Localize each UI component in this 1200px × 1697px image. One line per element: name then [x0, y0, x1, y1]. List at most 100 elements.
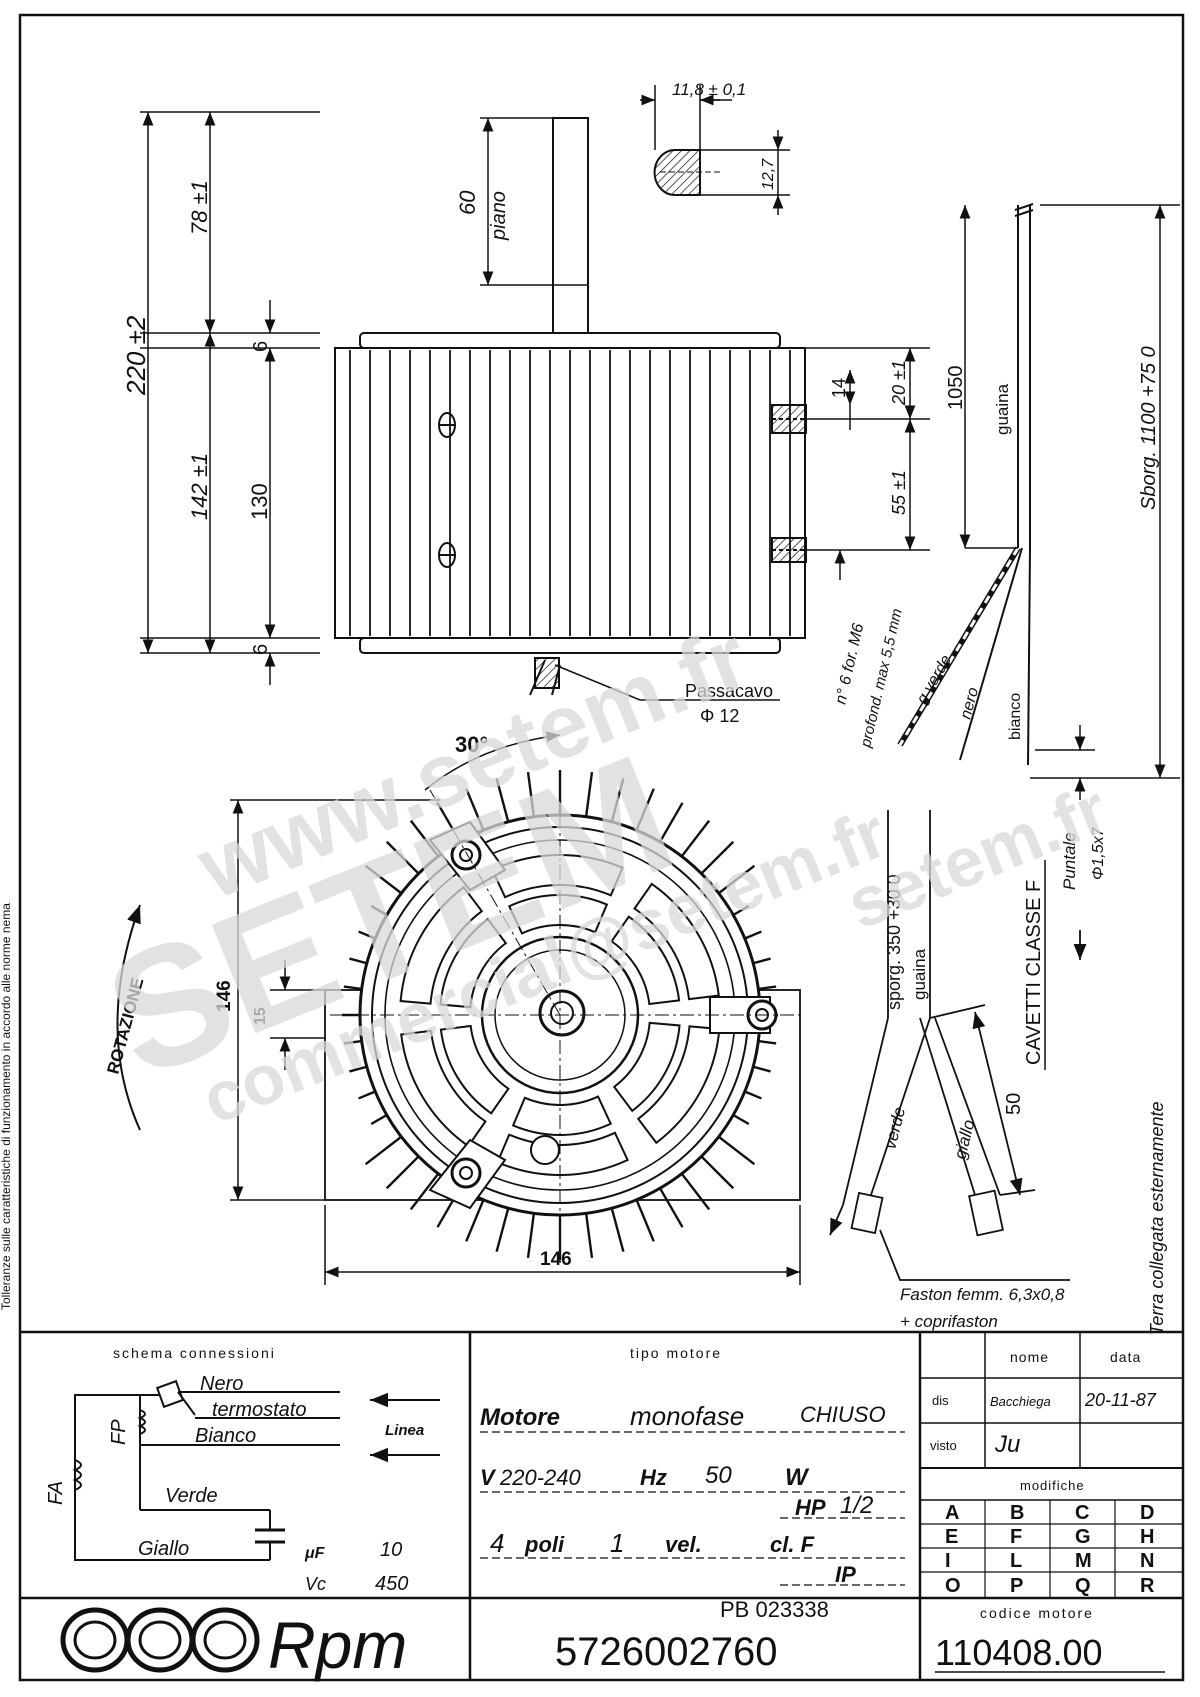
- mod-letter: L: [1010, 1550, 1022, 1572]
- dim-hole-spacing: 55 ±1: [889, 470, 909, 515]
- bottom-strip: Rpm PB 023338 5726002760 codice motore 1…: [60, 1597, 1165, 1682]
- sporg-label: sporg. 350 +30 0: [884, 874, 904, 1010]
- cable-sheath-label: guaina: [993, 383, 1012, 435]
- voltage-value: 220-240: [499, 1465, 582, 1490]
- wiring-schematic: [72, 1379, 440, 1561]
- front-grille-slots: [399, 854, 721, 1176]
- dim-bottom-ring: 6: [250, 644, 272, 655]
- mod-letter: N: [1140, 1550, 1154, 1572]
- side-view: [334, 117, 1034, 766]
- drawing-frame: [18, 13, 1185, 1682]
- approver-signature: Ju: [994, 1431, 1020, 1458]
- visto-label: visto: [930, 1438, 957, 1453]
- signature-block: nome data dis Bacchiega 20-11-87 visto J…: [930, 1349, 1157, 1597]
- front-screw: [530, 1135, 560, 1165]
- motor-word: Motore: [480, 1404, 560, 1431]
- wire-nero: Nero: [200, 1373, 243, 1395]
- mod-letter: P: [1010, 1575, 1023, 1597]
- mod-letter: I: [945, 1550, 951, 1572]
- title-block: [20, 1330, 1183, 1680]
- frequency-value: 50: [705, 1462, 732, 1489]
- grommet-diameter: Φ 12: [700, 706, 739, 726]
- earth-note: Terra collegata esternamente: [1147, 1102, 1167, 1335]
- front-view: [324, 770, 801, 1260]
- tip-size: Φ1,5x7: [1090, 826, 1107, 880]
- faston-connector-green: [850, 1191, 884, 1235]
- tolerance-side-note: Tolleranze sulle caratteristiche di funz…: [0, 903, 13, 1310]
- ip-label: IP: [835, 1562, 856, 1587]
- speed-value: 1: [610, 1528, 624, 1558]
- voltage-label: V: [480, 1465, 497, 1490]
- frequency-label: Hz: [640, 1465, 667, 1490]
- faston-cover-note: + coprifaston: [900, 1312, 998, 1331]
- line-label: Linea: [385, 1422, 424, 1439]
- threaded-hole-upper: [771, 404, 807, 434]
- cable-bundle: [897, 203, 1034, 766]
- dim-core-height: 130: [247, 483, 272, 520]
- wire-bianco: Bianco: [195, 1425, 256, 1447]
- cooling-fins: [349, 350, 791, 636]
- shaft-cross-section: [653, 149, 720, 196]
- lead-wires-detail: [829, 810, 1087, 1281]
- hp-value: 1/2: [840, 1492, 873, 1519]
- body-mounting-markers: [438, 412, 456, 568]
- grommet-label: Passacavo: [685, 681, 773, 701]
- holes-note: n° 6 for. M6: [832, 622, 867, 706]
- mod-letter: Q: [1075, 1575, 1091, 1597]
- rotation-arrow: [116, 904, 141, 1131]
- dim-body-height: 142 ±1: [187, 453, 212, 520]
- cable-grommet: [529, 657, 561, 696]
- faston-connector-yellow: [968, 1189, 1004, 1237]
- fa-label: FA: [45, 1481, 67, 1505]
- body-top-ring: [359, 332, 781, 349]
- motor-enclosure: CHIUSO: [800, 1402, 886, 1427]
- coil-fa: [72, 1459, 82, 1491]
- capacitance-value: 10: [380, 1539, 402, 1561]
- cable-class-note: CAVETTI CLASSE F: [1023, 880, 1045, 1065]
- dim-top-ring: 6: [250, 341, 272, 352]
- mod-letter: B: [1010, 1502, 1024, 1524]
- dim-shaft-height: 78 ±1: [187, 180, 212, 235]
- flat-label: piano: [488, 191, 510, 241]
- designer-name: Bacchiega: [990, 1394, 1051, 1409]
- poles-label: poli: [524, 1532, 565, 1557]
- mod-letter: E: [945, 1526, 958, 1548]
- mod-letter: M: [1075, 1550, 1092, 1572]
- faston-note: Faston femm. 6,3x0,8: [900, 1285, 1065, 1304]
- mod-letter: A: [945, 1502, 959, 1524]
- watt-label: W: [785, 1464, 810, 1491]
- side-view-dimensions: [140, 85, 1180, 800]
- mod-letter: G: [1075, 1526, 1091, 1548]
- motor-code: 110408.00: [935, 1632, 1103, 1673]
- right-notes-labels: CAVETTI CLASSE F sporg. 350 +30 0 guaina…: [880, 860, 1167, 1335]
- sheath-label-2: guaina: [910, 948, 929, 1000]
- insulation-class: cl. F: [770, 1532, 815, 1557]
- fp-label: FP: [108, 1419, 130, 1445]
- pb-code: PB 023338: [720, 1597, 829, 1622]
- motor-type-block: tipo motore Motore monofase CHIUSO V 220…: [480, 1345, 886, 1587]
- thermostat-label: termostato: [212, 1399, 306, 1421]
- tipo-motore-header: tipo motore: [630, 1345, 722, 1361]
- schema-header: schema connessioni: [113, 1345, 276, 1361]
- angle-label: 30°: [455, 732, 488, 757]
- thermostat-symbol: [155, 1379, 185, 1409]
- shaft-end: [538, 989, 586, 1037]
- dim-front-width: 146: [540, 1249, 572, 1270]
- mounting-ear-top: [428, 820, 507, 892]
- poles-value: 4: [490, 1528, 504, 1558]
- wire-verde: Verde: [165, 1485, 218, 1507]
- tip-label: Puntale: [1060, 832, 1079, 890]
- front-view-dimensions: [116, 731, 801, 1285]
- voltage-cap-value: 450: [375, 1573, 408, 1595]
- dim-hub-offset: 15: [252, 1007, 269, 1025]
- voltage-cap-unit: Vc: [305, 1574, 326, 1594]
- dim-hole-offset: 14: [829, 378, 849, 398]
- nome-header: nome: [1010, 1349, 1049, 1365]
- motor-shaft: [552, 117, 589, 334]
- mod-letter: D: [1140, 1502, 1154, 1524]
- capacitance-unit: μF: [304, 1545, 326, 1562]
- brand-logo: [60, 1607, 260, 1673]
- dim-wire-strip: 50: [1003, 1093, 1025, 1115]
